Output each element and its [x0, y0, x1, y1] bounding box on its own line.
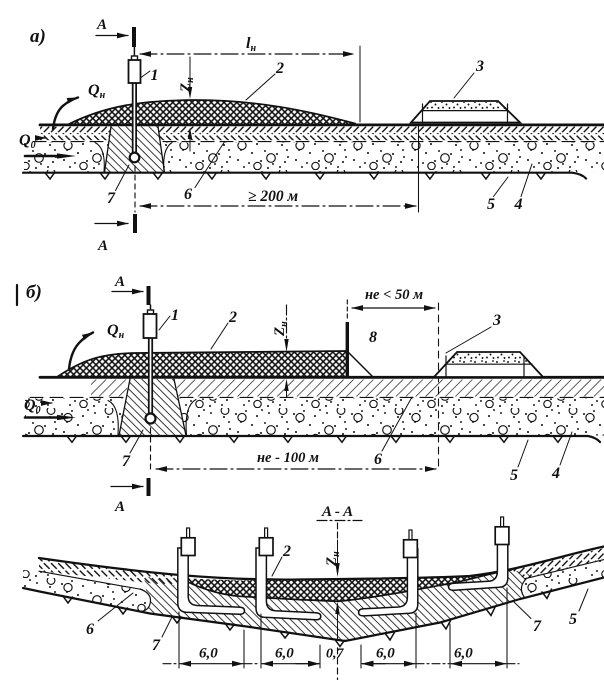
svg-text:2: 2 [228, 309, 237, 326]
svg-text:6,0: 6,0 [199, 646, 218, 662]
svg-text:3: 3 [475, 58, 484, 75]
svg-text:0,7: 0,7 [326, 647, 345, 662]
svg-text:lн: lн [246, 35, 256, 54]
svg-text:≥ 200 м: ≥ 200 м [248, 188, 299, 205]
svg-text:5: 5 [487, 196, 495, 213]
svg-text:7: 7 [107, 190, 116, 207]
svg-text:7: 7 [533, 618, 542, 635]
svg-text:A - A: A - A [321, 504, 353, 520]
svg-text:6: 6 [374, 451, 382, 468]
svg-text:б): б) [26, 282, 42, 303]
svg-text:6,0: 6,0 [376, 646, 395, 662]
svg-text:2: 2 [275, 60, 284, 77]
svg-text:A: A [114, 499, 125, 515]
svg-text:1: 1 [151, 67, 159, 84]
svg-text:6,0: 6,0 [275, 646, 294, 662]
svg-text:не - 100 м: не - 100 м [257, 450, 319, 466]
svg-text:A: A [114, 274, 125, 290]
svg-text:7: 7 [152, 637, 161, 654]
svg-text:A: A [96, 17, 107, 33]
svg-text:6,0: 6,0 [454, 646, 473, 662]
svg-text:2: 2 [282, 543, 291, 560]
svg-text:6: 6 [184, 186, 192, 203]
svg-text:4: 4 [551, 465, 560, 482]
svg-text:а): а) [30, 26, 46, 47]
svg-text:1: 1 [171, 307, 179, 324]
svg-text:7: 7 [122, 453, 131, 470]
svg-text:5: 5 [510, 467, 518, 484]
svg-text:A: A [97, 238, 108, 254]
svg-text:4: 4 [514, 196, 523, 213]
svg-text:не < 50 м: не < 50 м [365, 287, 423, 303]
svg-text:3: 3 [492, 312, 501, 329]
svg-text:6: 6 [86, 621, 94, 638]
svg-text:8: 8 [369, 329, 377, 346]
svg-text:5: 5 [569, 611, 577, 628]
